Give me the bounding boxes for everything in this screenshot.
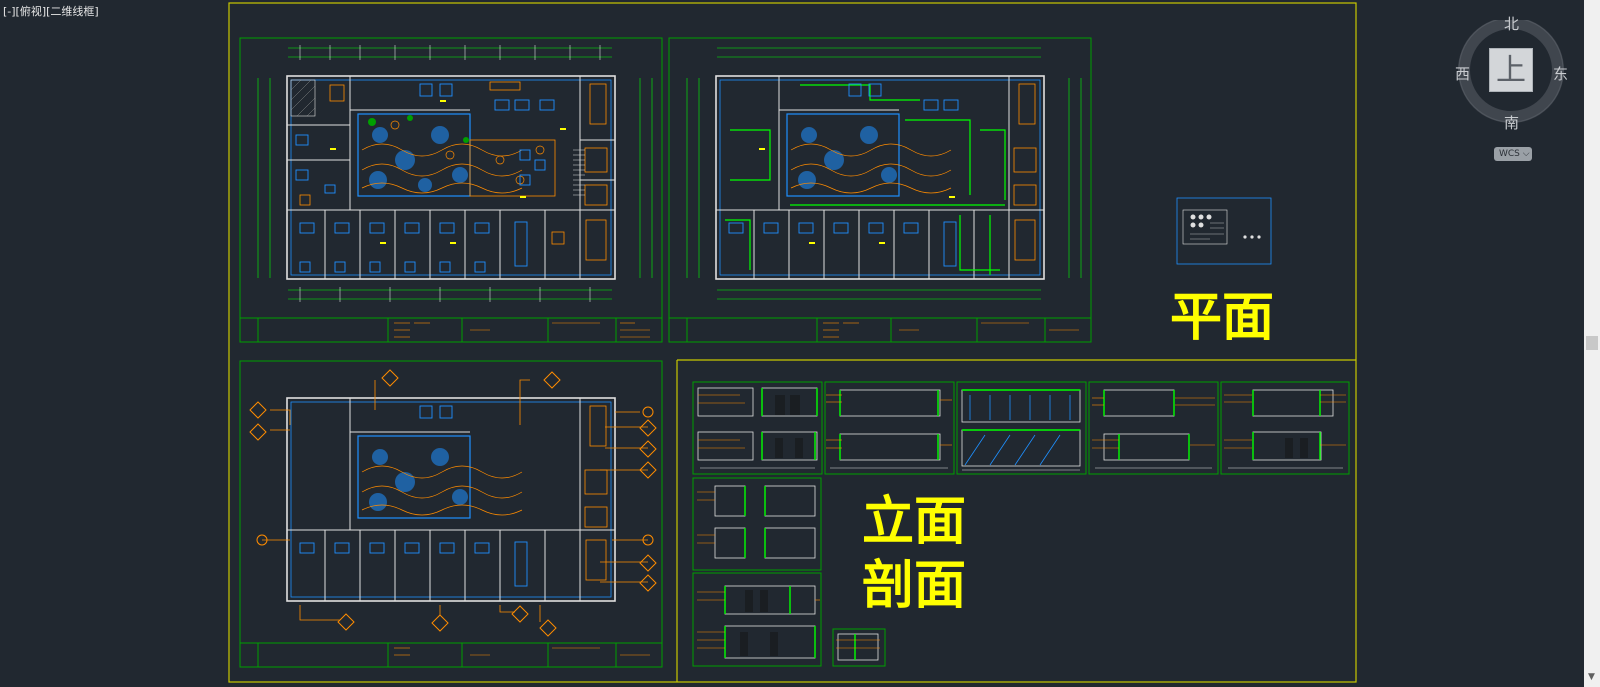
compass-north[interactable]: 北: [1504, 15, 1520, 33]
outer-drawing-frame: [228, 2, 1357, 683]
ucs-menu-button[interactable]: WCS ⌵: [1494, 147, 1532, 161]
view-cube[interactable]: 北 南 西 东 上: [1455, 15, 1569, 132]
sheet-sections-column: [692, 477, 886, 667]
cross-section-label: 剖面: [862, 556, 967, 616]
sheet-elevations-row: [692, 381, 1350, 475]
sheet-floor-plan-1: [239, 37, 663, 343]
elevation-section-label: 立面: [862, 492, 967, 552]
ucs-label: WCS: [1499, 149, 1520, 159]
sheet-symbol-legend: [1176, 197, 1272, 265]
sheet-floor-plan-3: [239, 360, 663, 668]
view-cube-top-face[interactable]: 上: [1489, 48, 1533, 92]
compass-west[interactable]: 西: [1455, 65, 1471, 83]
vertical-scrollbar[interactable]: ▼: [1584, 0, 1600, 687]
scrollbar-thumb[interactable]: [1586, 336, 1598, 350]
compass-ring-icon[interactable]: [1458, 20, 1568, 130]
sheet-floor-plan-2: [668, 37, 1092, 343]
compass-south[interactable]: 南: [1504, 114, 1520, 132]
plan-section-label: 平面: [1170, 288, 1275, 348]
viewport-controls-label[interactable]: [-][俯视][二维线框]: [3, 5, 99, 18]
compass-east[interactable]: 东: [1553, 65, 1569, 83]
chevron-down-icon: ⌵: [1522, 149, 1530, 159]
scroll-down-arrow-icon[interactable]: ▼: [1588, 672, 1595, 682]
